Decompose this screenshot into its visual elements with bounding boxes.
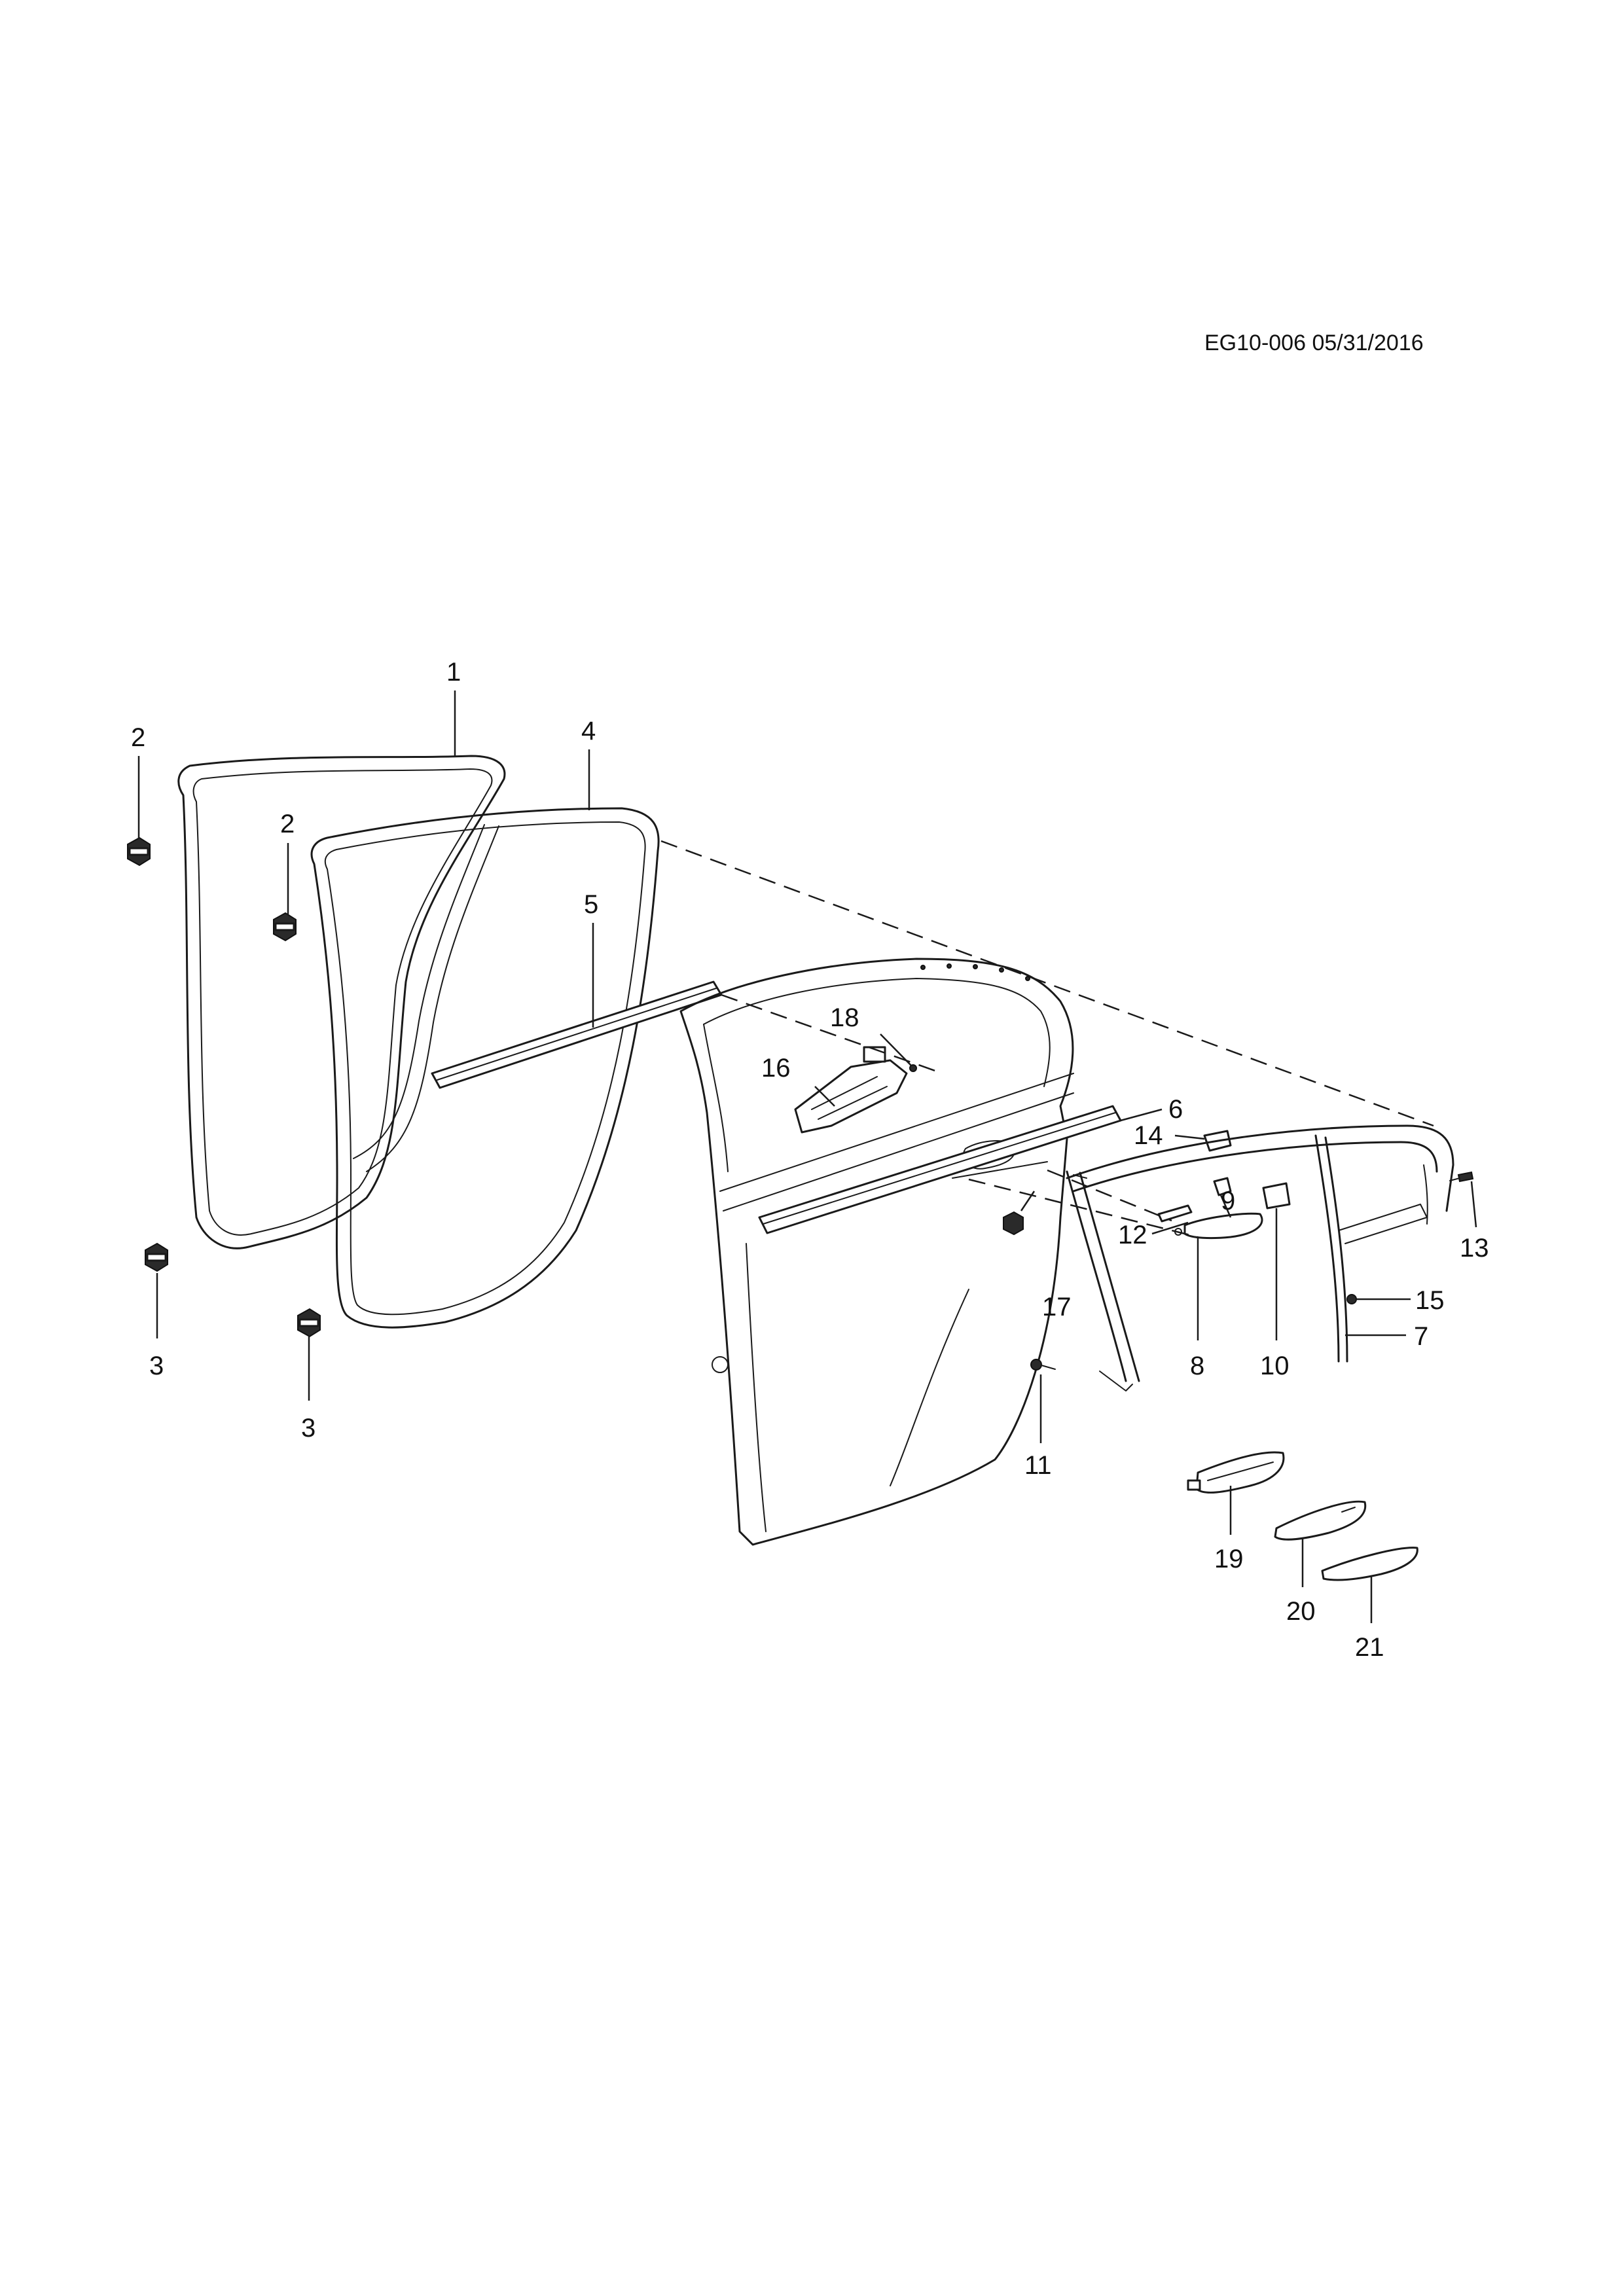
callout-9: 9	[1221, 1187, 1235, 1215]
callout-2-right: 2	[280, 810, 295, 838]
part-8-outside-handle	[1174, 1212, 1263, 1240]
callout-10: 10	[1260, 1352, 1290, 1380]
callout-19: 19	[1214, 1545, 1244, 1573]
callout-13: 13	[1460, 1234, 1489, 1263]
document-reference: EG10-006 05/31/2016	[1204, 331, 1424, 355]
callout-11: 11	[1024, 1451, 1052, 1480]
part-1-outer-door-weatherstrip	[177, 755, 506, 1249]
part-12-pin	[1157, 1204, 1193, 1223]
part-7-window-channel	[1066, 1124, 1454, 1363]
callout-14: 14	[1134, 1121, 1163, 1150]
callout-16: 16	[761, 1054, 791, 1083]
part-7-front-run-channel	[1066, 1170, 1140, 1391]
part-13-screw	[1449, 1171, 1474, 1183]
part-2-clip-left	[127, 836, 151, 867]
door-mounting-holes	[920, 963, 1030, 981]
part-21-handle-trim	[1321, 1547, 1418, 1581]
callout-3-left: 3	[149, 1352, 164, 1380]
callout-2-left: 2	[131, 723, 145, 752]
part-19-handle-frame	[1187, 1451, 1285, 1494]
callout-3-right: 3	[301, 1414, 316, 1443]
part-3-clip-right	[297, 1308, 321, 1338]
callout-21: 21	[1355, 1633, 1384, 1662]
part-16-lock-actuator	[794, 1046, 908, 1134]
callout-18: 18	[830, 1003, 859, 1032]
callout-6: 6	[1168, 1095, 1183, 1124]
callout-15: 15	[1415, 1286, 1445, 1315]
callout-4: 4	[581, 717, 596, 745]
part-15-clip	[1346, 1294, 1357, 1304]
part-5-belt-molding	[431, 980, 723, 1089]
part-9-handle-bracket	[1213, 1177, 1232, 1196]
part-10-handle-cap	[1262, 1182, 1291, 1210]
leader-lines	[137, 691, 1477, 1623]
assembly-lines	[660, 840, 1434, 1238]
part-2-clip-right	[273, 912, 297, 942]
rear-door-shell	[679, 958, 1074, 1546]
callout-labels: 1 2 2 3 3 4 5 6 7 8 9 10 11 12 13 14 15 …	[131, 658, 1489, 1662]
part-11-bolt	[1030, 1359, 1056, 1371]
part-4-inner-door-weatherstrip	[310, 807, 660, 1329]
callout-17: 17	[1042, 1293, 1072, 1321]
part-17-grommet	[1003, 1211, 1024, 1236]
part-20-handle	[1274, 1500, 1367, 1541]
callout-1: 1	[446, 658, 461, 687]
callout-5: 5	[584, 890, 598, 919]
part-18-screw	[909, 1064, 917, 1072]
callout-8: 8	[1190, 1352, 1204, 1380]
part-3-clip-left	[145, 1242, 168, 1272]
callout-12: 12	[1118, 1221, 1147, 1249]
callout-7: 7	[1414, 1322, 1428, 1351]
callout-20: 20	[1286, 1597, 1316, 1626]
